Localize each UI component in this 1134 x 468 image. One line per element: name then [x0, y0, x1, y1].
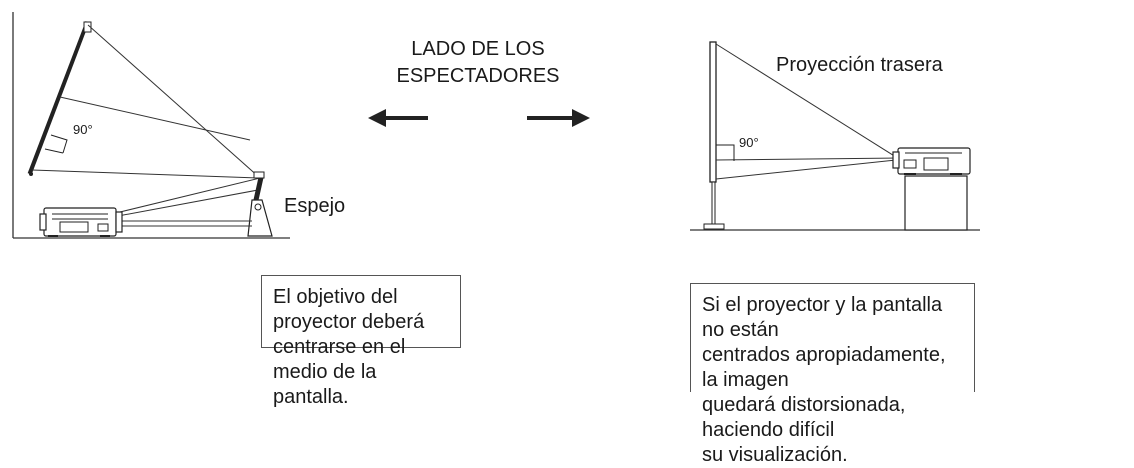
- viewer-side-title-line2: ESPECTADORES: [397, 65, 560, 87]
- projector-left: [39, 207, 123, 237]
- note-left-line2: centrarse en el medio de la pantalla.: [273, 336, 406, 408]
- right-angle-marker-right: [716, 144, 735, 161]
- note-left-line1: El objetivo del proyector deberá: [273, 286, 425, 333]
- rear-projection-rays: [715, 43, 897, 180]
- viewer-side-title-line1: LADO DE LOS: [411, 38, 544, 60]
- mirror-label: Espejo: [284, 195, 345, 217]
- note-right-line4: su visualización.: [702, 444, 848, 466]
- rear-projection-diagram: 90° Espejo LADO DE LOS ESPECTADORES: [12, 12, 980, 239]
- projector-right: [892, 147, 971, 175]
- mirror: [247, 171, 273, 237]
- note-right-line2: centrados apropiadamente, la imagen: [702, 344, 946, 391]
- rear-projection-title: Proyección trasera: [776, 54, 944, 76]
- rear-projection-illustration: Proyección trasera 90°: [690, 41, 980, 231]
- rear-screen: [709, 41, 717, 183]
- note-distortion-warning: Si el proyector y la pantalla no están c…: [690, 283, 975, 466]
- projector-stand: [904, 175, 968, 231]
- arrow-right-icon: [527, 109, 590, 127]
- projection-rays: [31, 24, 261, 217]
- mirror-setup-illustration: 90° Espejo: [12, 12, 345, 239]
- arrow-left-icon: [368, 109, 428, 127]
- tilted-screen: [27, 21, 91, 175]
- note-right-line1: Si el proyector y la pantalla no están: [702, 294, 943, 341]
- note-right-line3: quedará distorsionada, haciendo difícil: [702, 394, 906, 441]
- viewer-side-indicator: LADO DE LOS ESPECTADORES: [368, 38, 590, 127]
- angle-label-right: 90°: [739, 135, 759, 150]
- angle-label-left: 90°: [73, 122, 93, 137]
- right-angle-marker-left: [50, 134, 68, 154]
- note-center-lens: El objetivo del proyector deberá centrar…: [261, 275, 461, 408]
